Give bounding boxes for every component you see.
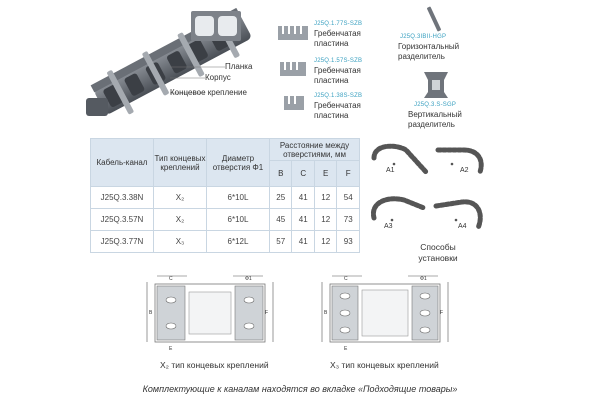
footer-note: Комплектующие к каналам находятся во вкл… [142, 384, 458, 394]
table-row: J25Q.3.57N X₂ 6*10L 45 41 12 73 [90, 208, 360, 231]
callout-lines [170, 66, 225, 94]
dim-f-left: F [265, 310, 268, 316]
cell-e: 12 [313, 230, 338, 253]
dim-phi-right: Φ1 [420, 276, 427, 282]
install-a2-curve [435, 147, 484, 175]
dim-b-right: B [324, 310, 328, 316]
part-desc-2: Гребенчатая пластина [314, 66, 361, 85]
dim-c-right: C [344, 276, 348, 282]
cell-diam: 6*12L [206, 230, 270, 253]
install-label-a2: A2 [460, 167, 469, 174]
callout-end-mount: Концевое крепление [170, 88, 247, 97]
cell-type: X₂ [153, 186, 207, 209]
cell-f: 54 [336, 186, 360, 209]
cell-b: 25 [268, 186, 293, 209]
comb-plate-icon-3 [284, 96, 304, 110]
horizontal-separator-icon [427, 6, 441, 32]
dim-phi-left: Φ1 [245, 276, 252, 282]
th-c: C [291, 160, 315, 187]
cell-type: X₂ [153, 208, 207, 231]
comb-plate-icon-1 [278, 26, 308, 40]
cell-f: 73 [336, 208, 360, 231]
cross-section-icon [191, 11, 241, 41]
part-desc-4: Горизонтальный разделитель [398, 42, 460, 61]
install-a4-curve [433, 199, 483, 231]
install-a3-curve [370, 196, 427, 221]
x2-caption: X₂ тип концевых креплений [160, 360, 269, 370]
th-type: Тип концевых креплений [153, 138, 207, 187]
part-code-5: J25Q.3.S-SGP [414, 102, 457, 108]
x3-caption: X₃ тип концевых креплений [330, 360, 439, 370]
dim-e-right: E [344, 346, 348, 352]
dim-b-left: B [149, 310, 153, 316]
cell-e: 12 [313, 186, 338, 209]
cell-c: 41 [291, 208, 315, 231]
spec-table: Кабель-канал Тип концевых креплений Диам… [90, 138, 360, 253]
install-a1-curve [371, 143, 429, 175]
install-label-a4: A4 [458, 223, 467, 230]
dim-f-right: F [440, 310, 443, 316]
part-desc-5: Вертикальный разделитель [408, 110, 462, 129]
cell-model: J25Q.3.57N [90, 208, 154, 231]
table-row: J25Q.3.77N X₃ 6*12L 57 41 12 93 [90, 230, 360, 253]
cell-model: J25Q.3.38N [90, 186, 154, 209]
installation-diagrams: A1 A2 A3 A4 [370, 143, 484, 231]
dim-e-left: E [169, 346, 173, 352]
cell-b: 57 [268, 230, 293, 253]
table-row: J25Q.3.38N X₂ 6*10L 25 41 12 54 [90, 186, 360, 209]
callout-body: Корпус [205, 73, 231, 82]
th-distance: Расстояние между отверстиями, мм [269, 138, 360, 161]
part-code-1: J25Q.1.77S-SZB [314, 21, 363, 27]
th-model: Кабель-канал [90, 138, 154, 187]
cell-b: 45 [268, 208, 293, 231]
cell-diam: 6*10L [206, 186, 270, 209]
vertical-separator-icon [424, 72, 448, 98]
x2-end-mount-drawing: C Φ1 B E F [146, 275, 274, 352]
part-code-4: J25Q.3IBII-HGP [400, 34, 447, 40]
callout-bar: Планка [225, 62, 253, 71]
th-b: B [268, 160, 293, 187]
th-f: F [336, 160, 360, 187]
th-e: E [313, 160, 338, 187]
part-code-3: J25Q.1.38S-SZB [314, 93, 363, 99]
part-code-2: J25Q.1.57S-SZB [314, 58, 363, 64]
cell-diam: 6*10L [206, 208, 270, 231]
install-label-a3: A3 [384, 223, 393, 230]
cell-type: X₃ [153, 230, 207, 253]
part-desc-1: Гребенчатая пластина [314, 29, 361, 48]
cell-model: J25Q.3.77N [90, 230, 154, 253]
install-caption: Способы установки [418, 242, 458, 263]
part-desc-3: Гребенчатая пластина [314, 101, 361, 120]
cell-e: 12 [313, 208, 338, 231]
x3-end-mount-drawing: C Φ1 B E F [321, 275, 449, 352]
comb-plate-icon-2 [280, 62, 306, 76]
cell-c: 41 [291, 186, 315, 209]
th-diam: Диаметр отверстия Φ1 [206, 138, 270, 187]
cell-f: 93 [336, 230, 360, 253]
install-label-a1: A1 [386, 167, 395, 174]
dim-c-left: C [169, 276, 173, 282]
cell-c: 41 [291, 230, 315, 253]
